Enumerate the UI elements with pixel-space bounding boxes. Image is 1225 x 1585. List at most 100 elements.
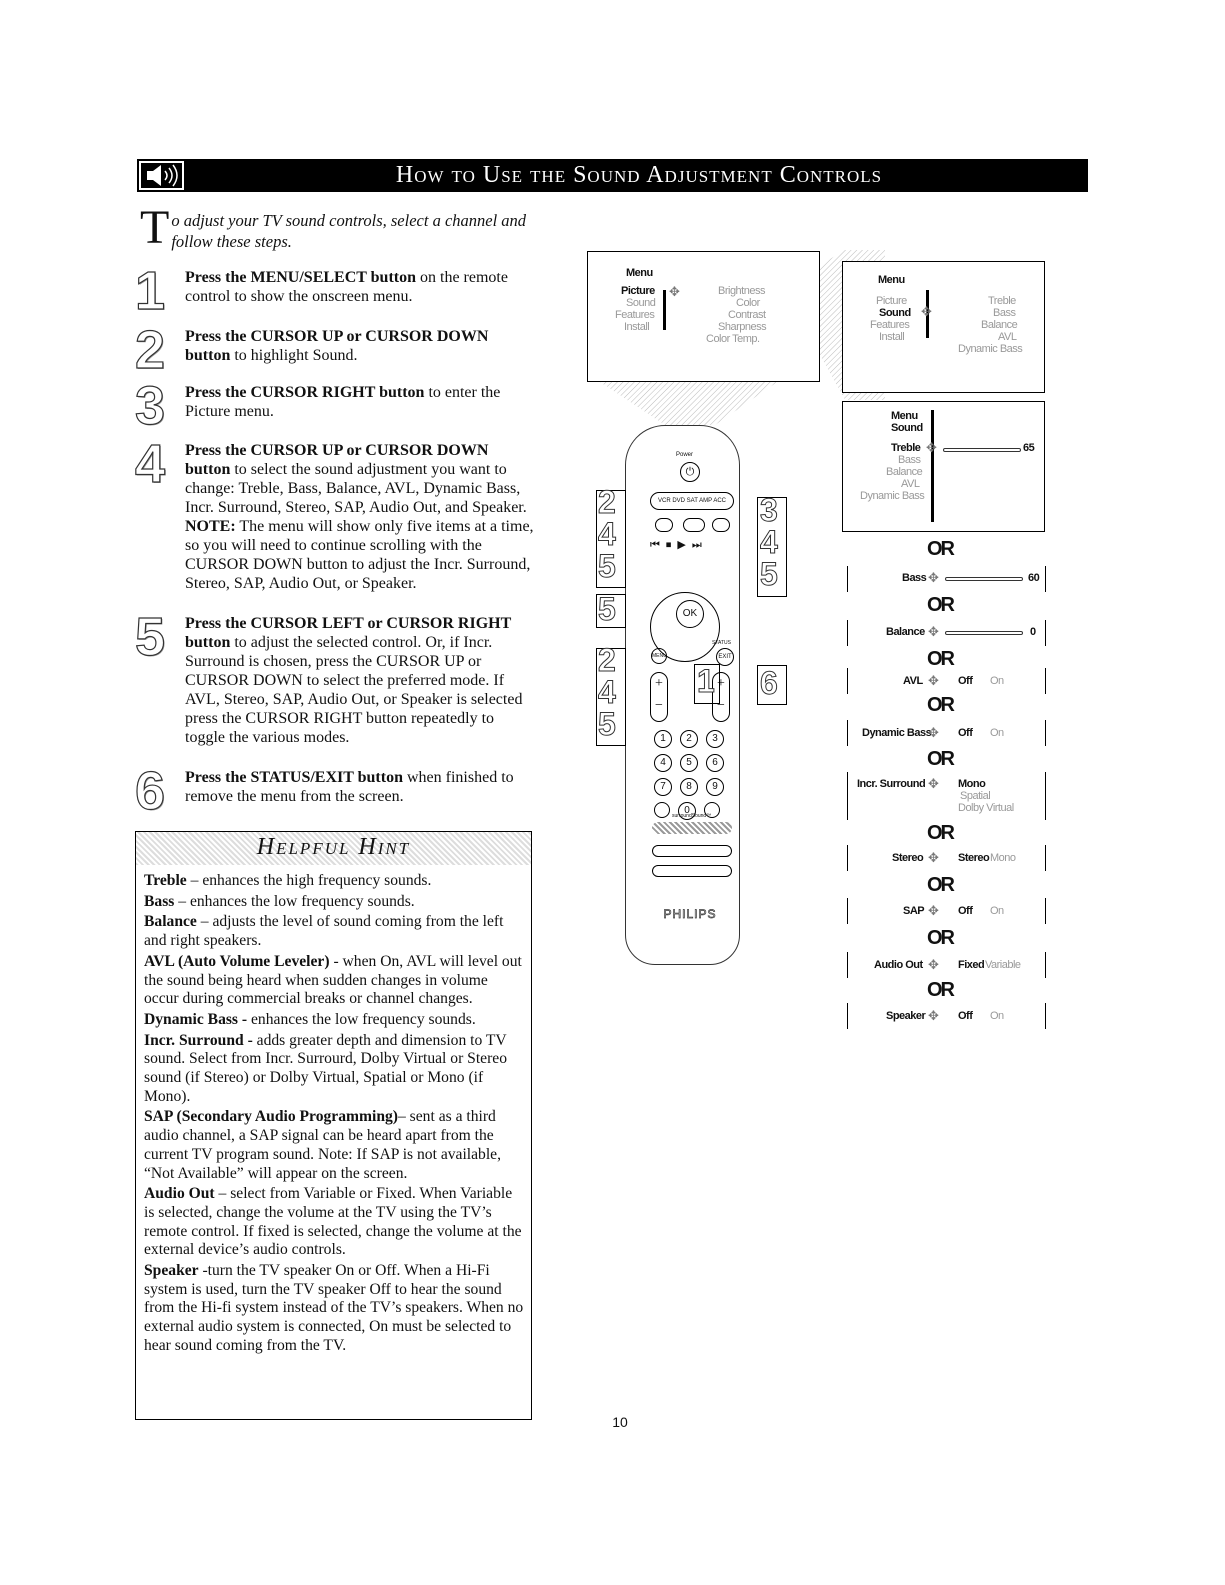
cursor-icon: ✥	[928, 850, 939, 865]
row-label: Dynamic Bass	[862, 727, 932, 739]
sleep-button[interactable]	[655, 518, 673, 532]
menu-item-picture: Picture	[621, 285, 655, 297]
treble-slider[interactable]	[943, 448, 1021, 452]
select-button[interactable]	[683, 518, 705, 532]
submenu-item: Contrast	[728, 309, 766, 321]
am-pm-button[interactable]	[654, 802, 670, 818]
callout-box-right	[757, 497, 787, 597]
callout-box-left-2	[596, 648, 626, 746]
or-label: OR	[927, 594, 955, 616]
row-bracket	[1045, 620, 1046, 646]
step-instruction: Press the CURSOR UP or CURSOR DOWN butto…	[185, 442, 489, 478]
hint-item: Incr. Surround - adds greater depth and …	[144, 1032, 526, 1107]
power-button[interactable]: ⏻	[680, 462, 700, 482]
row-label: Speaker	[886, 1010, 926, 1022]
volume-rocker[interactable]: +−	[650, 672, 668, 722]
menu-item-sound: Sound	[879, 307, 911, 319]
key-0[interactable]: 0	[678, 802, 696, 820]
cursor-ring[interactable]	[650, 592, 720, 662]
row-bracket	[847, 668, 848, 694]
cursor-icon: ✥	[928, 725, 939, 740]
menu-item-avl: AVL	[901, 478, 920, 490]
color-buttons[interactable]	[652, 822, 732, 834]
function-buttons[interactable]	[652, 845, 732, 857]
source-bar[interactable]: VCR DVD SAT AMP ACC	[650, 492, 734, 510]
or-label: OR	[927, 748, 955, 770]
cursor-icon: ✥	[921, 304, 932, 319]
cursor-icon: ✥	[926, 440, 937, 455]
channel-rocker[interactable]: +−	[712, 672, 730, 722]
balance-slider[interactable]	[945, 631, 1023, 635]
or-label: OR	[927, 648, 955, 670]
hint-item: Bass – enhances the low frequency sounds…	[144, 893, 526, 912]
step-number: 5	[134, 607, 166, 667]
key-9[interactable]: 9	[706, 778, 724, 796]
ok-button[interactable]: OK	[676, 600, 704, 628]
row-option: Off	[958, 675, 973, 687]
row-bracket	[847, 952, 848, 978]
cursor-icon: ✥	[669, 284, 680, 299]
row-option: On	[990, 727, 1004, 739]
or-label: OR	[927, 927, 955, 949]
menu-button[interactable]: MENU	[651, 648, 667, 664]
submenu-item: Balance	[981, 319, 1018, 331]
step-number: 4	[134, 434, 166, 494]
row-bracket	[1045, 845, 1046, 871]
key-2[interactable]: 2	[680, 730, 698, 748]
menu-divider	[926, 290, 929, 338]
key-1[interactable]: 1	[654, 730, 672, 748]
row-bracket	[847, 620, 848, 646]
or-label: OR	[927, 822, 955, 844]
callout-number: 2	[598, 484, 617, 520]
menu-item-features: Features	[615, 309, 655, 321]
row-option: Off	[958, 727, 973, 739]
key-5[interactable]: 5	[680, 754, 698, 772]
step-detail: to select the sound adjustment you want …	[185, 461, 527, 516]
row-bracket	[1045, 668, 1046, 694]
cursor-icon: ✥	[928, 624, 939, 639]
key-6[interactable]: 6	[706, 754, 724, 772]
row-option: On	[990, 905, 1004, 917]
step-instruction: Press the CURSOR LEFT or CURSOR RIGHT bu…	[185, 615, 511, 651]
hint-term: Speaker	[144, 1262, 199, 1280]
intro-dropcap: T	[140, 201, 170, 254]
hint-box	[135, 831, 532, 1420]
cursor-icon: ✥	[928, 1008, 939, 1023]
row-option: Stereo	[958, 852, 990, 864]
row-option: Off	[958, 905, 973, 917]
menu-item-balance: Balance	[886, 466, 923, 478]
submenu-item: Dynamic Bass	[958, 343, 1023, 355]
cursor-icon: ✥	[928, 957, 939, 972]
hint-item: SAP (Secondary Audio Programming)– sent …	[144, 1108, 526, 1183]
row-label: AVL	[903, 675, 923, 687]
hint-item: Audio Out – select from Variable or Fixe…	[144, 1185, 526, 1260]
transport-buttons[interactable]: ⏮⏹▶⏭	[650, 539, 708, 551]
bass-slider[interactable]	[945, 577, 1023, 581]
hint-term: Dynamic Bass -	[144, 1010, 248, 1028]
key-7[interactable]: 7	[654, 778, 672, 796]
row-bracket	[847, 566, 848, 592]
callout-box-6	[757, 665, 787, 705]
key-4[interactable]: 4	[654, 754, 672, 772]
row-bracket	[1045, 772, 1046, 820]
row-label: Stereo	[892, 852, 924, 864]
row-bracket	[847, 1003, 848, 1029]
step-detail: to adjust the selected control. Or, if I…	[185, 634, 523, 746]
hint-term: Balance	[144, 913, 197, 931]
row-bracket	[1045, 566, 1046, 592]
hint-header	[136, 832, 531, 865]
a-ch-button[interactable]	[704, 802, 720, 818]
page-number: 10	[612, 1414, 628, 1430]
bottom-buttons[interactable]	[652, 865, 732, 877]
menu-item-install: Install	[879, 331, 905, 343]
step-note: The menu will show only five items at a …	[185, 518, 534, 592]
menu-item-bass: Bass	[898, 454, 921, 466]
key-8[interactable]: 8	[680, 778, 698, 796]
row-label: Bass	[902, 572, 927, 584]
key-3[interactable]: 3	[706, 730, 724, 748]
exit-button[interactable]: EXIT	[716, 648, 734, 666]
menu-item-install: Install	[624, 321, 650, 333]
step-number: 6	[134, 761, 166, 821]
callout-number: 3	[760, 492, 779, 528]
pause-button[interactable]	[712, 518, 730, 532]
